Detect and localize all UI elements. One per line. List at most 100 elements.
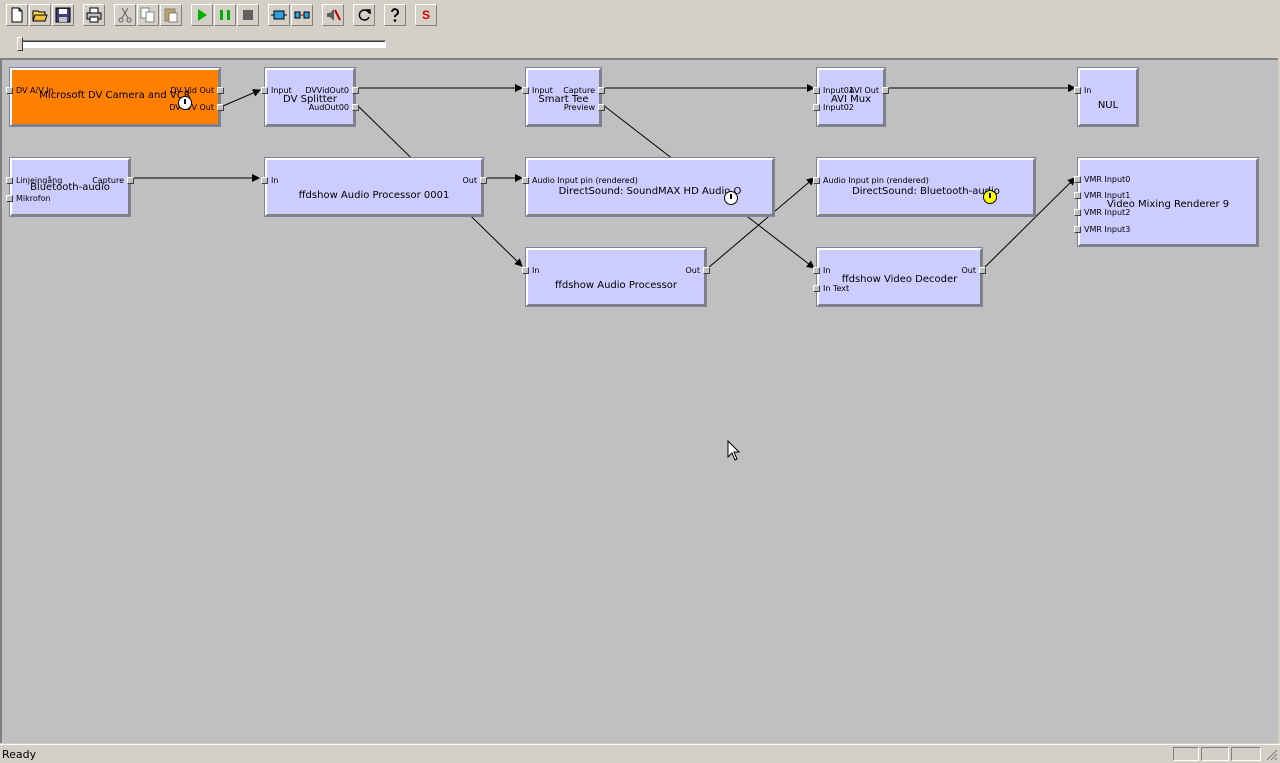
- filter-avi-mux[interactable]: AVI Mux Input01 Input02 AVI Out: [813, 67, 889, 127]
- pin-label: DVVidOut0: [305, 86, 349, 95]
- output-pin[interactable]: [703, 267, 710, 274]
- input-pin[interactable]: [813, 87, 820, 94]
- pin-label: In: [271, 176, 279, 185]
- play-button[interactable]: [191, 4, 213, 26]
- output-pin[interactable]: [598, 87, 605, 94]
- insert-filter-button[interactable]: [268, 4, 290, 26]
- output-pin[interactable]: [127, 177, 134, 184]
- output-pin[interactable]: [480, 177, 487, 184]
- output-pin[interactable]: [598, 104, 605, 111]
- seek-icon: S: [421, 8, 430, 22]
- open-folder-icon: [32, 10, 48, 22]
- seek-slider-track[interactable]: [18, 40, 386, 48]
- pin-label: Input: [271, 86, 292, 95]
- input-pin[interactable]: [813, 177, 820, 184]
- connect-pins-button[interactable]: [291, 4, 313, 26]
- filter-nul[interactable]: NUL In: [1074, 67, 1139, 127]
- output-pin[interactable]: [352, 104, 359, 111]
- input-pin[interactable]: [1074, 87, 1081, 94]
- input-pin[interactable]: [522, 267, 529, 274]
- stop-button[interactable]: [237, 4, 259, 26]
- connection[interactable]: [707, 177, 815, 269]
- input-pin[interactable]: [1074, 176, 1081, 183]
- filter-bluetooth-audio[interactable]: Bluetooth-audio Linjeingång Mikrofon Cap…: [6, 157, 134, 217]
- save-button[interactable]: [52, 4, 74, 26]
- input-pin[interactable]: [1074, 192, 1081, 199]
- filter-ffdshow-video-decoder[interactable]: ffdshow Video Decoder In In Text Out: [813, 247, 986, 307]
- output-pin[interactable]: [217, 104, 224, 111]
- output-pin[interactable]: [352, 87, 359, 94]
- seek-button[interactable]: S: [415, 4, 437, 26]
- input-pin[interactable]: [6, 195, 13, 202]
- help-button[interactable]: [384, 4, 406, 26]
- input-pin[interactable]: [1074, 209, 1081, 216]
- copy-button[interactable]: [137, 4, 159, 26]
- pin-label: In: [823, 266, 831, 275]
- cut-button[interactable]: [114, 4, 136, 26]
- seek-slider-thumb[interactable]: [17, 37, 23, 51]
- paste-button[interactable]: [160, 4, 182, 26]
- pin-label: VMR Input3: [1084, 225, 1131, 234]
- pin-label: Audio Input pin (rendered): [823, 176, 929, 185]
- input-pin[interactable]: [522, 177, 529, 184]
- stop-icon: [243, 10, 253, 20]
- filter-smart-tee[interactable]: Smart Tee Input Capture Preview: [522, 67, 605, 127]
- open-file-button[interactable]: [29, 4, 51, 26]
- filter-directsound-bluetooth[interactable]: DirectSound: Bluetooth-audio Audio Input…: [813, 157, 1036, 217]
- input-pin[interactable]: [522, 87, 529, 94]
- output-pin[interactable]: [979, 267, 986, 274]
- filter-graph-canvas[interactable]: Microsoft DV Camera and VCR DV A/V In DV…: [0, 58, 1278, 743]
- help-icon: [391, 8, 399, 22]
- connection[interactable]: [222, 89, 261, 107]
- pin-label: VMR Input0: [1084, 175, 1131, 184]
- filter-ffdshow-audio-0001[interactable]: ffdshow Audio Processor 0001 In Out: [261, 157, 487, 217]
- pin-label: Input02: [823, 103, 854, 112]
- pin-label: DV A/V In: [16, 86, 54, 95]
- new-file-button[interactable]: [6, 4, 28, 26]
- filter-name: ffdshow Audio Processor 0001: [298, 190, 450, 201]
- status-bar: Ready: [0, 744, 1280, 763]
- filter-dv-splitter[interactable]: DV Splitter Input DVVidOut0 AudOut00: [261, 67, 359, 127]
- mute-audio-icon: [327, 9, 341, 21]
- pin-label: Capture: [92, 176, 124, 185]
- pin-label: Input: [532, 86, 553, 95]
- pin-label: AVI Out: [849, 86, 879, 95]
- reference-clock-icon: [178, 96, 192, 110]
- pin-label: VMR Input2: [1084, 208, 1131, 217]
- print-button[interactable]: [83, 4, 105, 26]
- filter-dv-camera[interactable]: Microsoft DV Camera and VCR DV A/V In DV…: [6, 67, 224, 127]
- input-pin[interactable]: [261, 87, 268, 94]
- input-pin[interactable]: [813, 267, 820, 274]
- resize-grip-icon[interactable]: [1265, 748, 1278, 761]
- pin-label: AudOut00: [308, 103, 349, 112]
- mute-audio-button[interactable]: [322, 4, 344, 26]
- filter-name: DirectSound: Bluetooth-audio: [852, 186, 1000, 197]
- input-pin[interactable]: [813, 104, 820, 111]
- pin-label: Input01: [823, 86, 854, 95]
- pause-button[interactable]: [214, 4, 236, 26]
- pause-icon: [220, 10, 230, 20]
- filter-video-mixing-renderer-9[interactable]: Video Mixing Renderer 9 VMR Input0 VMR I…: [1074, 157, 1259, 247]
- pin-label: Preview: [563, 103, 595, 112]
- input-pin[interactable]: [261, 177, 268, 184]
- filter-name: ffdshow Audio Processor: [554, 280, 678, 291]
- pin-label: DV A/V Out: [169, 103, 214, 112]
- refresh-icon: [358, 9, 371, 21]
- reference-clock-icon: [983, 190, 997, 204]
- connection[interactable]: [983, 177, 1076, 269]
- input-pin[interactable]: [6, 87, 13, 94]
- pin-label: Capture: [563, 86, 595, 95]
- pin-label: In Text: [823, 284, 850, 293]
- input-pin[interactable]: [6, 177, 13, 184]
- output-pin[interactable]: [217, 87, 224, 94]
- output-pin[interactable]: [882, 87, 889, 94]
- pin-label: DV Vid Out: [170, 86, 214, 95]
- filter-directsound-soundmax[interactable]: DirectSound: SoundMAX HD Audio O Audio I…: [522, 157, 775, 217]
- toolbar: S: [0, 0, 1280, 33]
- paste-icon: [164, 8, 178, 23]
- refresh-button[interactable]: [353, 4, 375, 26]
- filter-ffdshow-audio[interactable]: ffdshow Audio Processor In Out: [522, 247, 710, 307]
- input-pin[interactable]: [813, 285, 820, 292]
- status-panel: [1231, 747, 1261, 761]
- input-pin[interactable]: [1074, 226, 1081, 233]
